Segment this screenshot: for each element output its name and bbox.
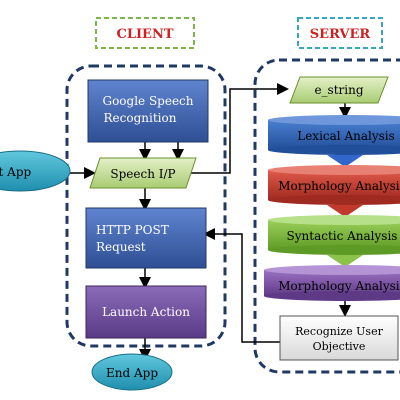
server-title-box: SERVER (297, 17, 383, 49)
e-string-label: e_string (314, 83, 363, 97)
morphology-analysis-2-node: Morphology Analysis (264, 265, 400, 301)
http-post-node: HTTP POST Request (85, 207, 207, 269)
speech-ip-node: Speech I/P (89, 157, 197, 189)
server-container (253, 58, 400, 374)
syntactic-analysis-label: Syntactic Analysis (287, 229, 398, 243)
http-post-label-2: Request (96, 240, 146, 254)
google-speech-label-2: Recognition (104, 111, 177, 125)
speech-ip-label: Speech I/P (110, 167, 175, 181)
client-title: CLIENT (116, 27, 173, 42)
recognize-user-label-2: Objective (313, 340, 366, 353)
start-app-node: rt App (0, 150, 71, 192)
end-app-node: End App (91, 353, 173, 391)
launch-action-node: Launch Action (85, 285, 207, 339)
recognize-user-node: Recognize User Objective (279, 315, 399, 361)
server-title: SERVER (310, 27, 371, 42)
morphology-analysis-label: Morphology Analysis (278, 179, 400, 193)
start-app-label: rt App (0, 165, 32, 179)
syntactic-analysis-node: Syntactic Analysis (268, 215, 400, 255)
http-post-label-1: HTTP POST (96, 223, 169, 237)
lexical-analysis-node: Lexical Analysis (268, 115, 400, 155)
morphology-analysis-node: Morphology Analysis (268, 165, 400, 205)
connectors (68, 83, 351, 361)
launch-action-label: Launch Action (102, 305, 190, 319)
e-string-node: e_string (289, 76, 389, 104)
client-container (65, 64, 227, 348)
lexical-analysis-label: Lexical Analysis (297, 129, 395, 143)
client-title-box: CLIENT (95, 17, 195, 49)
morphology-analysis-2-label: Morphology Analysis (278, 279, 400, 293)
google-speech-label-1: Google Speech (102, 94, 193, 108)
end-app-label: End App (106, 366, 158, 380)
recognize-user-label-1: Recognize User (295, 325, 383, 338)
google-speech-node: Google Speech Recognition (87, 79, 209, 143)
